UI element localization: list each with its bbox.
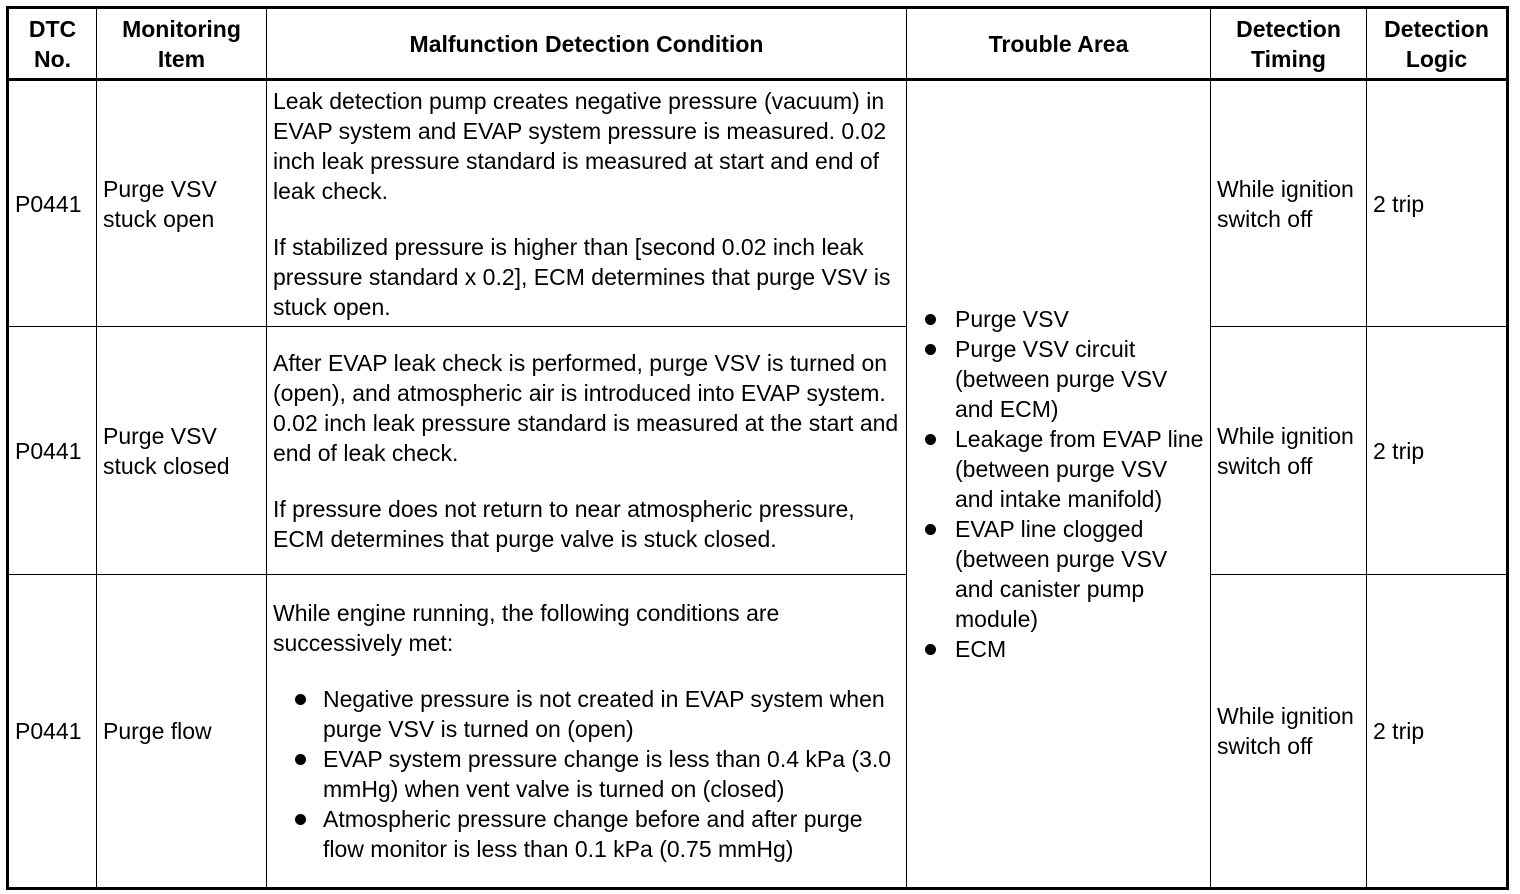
- detection-timing: While ignition switch off: [1210, 79, 1367, 327]
- condition-paragraph: If pressure does not return to near atmo…: [273, 495, 855, 552]
- list-item: EVAP line clogged (between purge VSV and…: [913, 514, 1204, 634]
- list-item: Purge VSV: [913, 304, 1204, 334]
- condition-cell: Leak detection pump creates negative pre…: [266, 79, 907, 327]
- list-item: Negative pressure is not created in EVAP…: [283, 684, 900, 744]
- header-detection-timing: Detection Timing: [1210, 7, 1367, 81]
- trouble-area-list: Purge VSV Purge VSV circuit (between pur…: [913, 304, 1204, 664]
- condition-paragraph: If stabilized pressure is higher than [s…: [273, 233, 891, 320]
- dtc-code: P0441: [7, 574, 97, 889]
- list-item: ECM: [913, 634, 1204, 664]
- table-row: P0441 Purge flow While engine running, t…: [7, 574, 1508, 889]
- list-item: Leakage from EVAP line (between purge VS…: [913, 424, 1204, 514]
- list-item: EVAP system pressure change is less than…: [283, 744, 900, 804]
- bullet-icon: [925, 344, 936, 355]
- header-row: DTC No. Monitoring Item Malfunction Dete…: [7, 7, 1508, 81]
- condition-cell: While engine running, the following cond…: [266, 574, 907, 889]
- list-item: Atmospheric pressure change before and a…: [283, 804, 900, 864]
- dtc-table: DTC No. Monitoring Item Malfunction Dete…: [6, 6, 1509, 890]
- condition-list: Negative pressure is not created in EVAP…: [283, 684, 900, 864]
- bullet-icon: [925, 524, 936, 535]
- list-item: Purge VSV circuit (between purge VSV and…: [913, 334, 1204, 424]
- condition-paragraph: While engine running, the following cond…: [273, 600, 780, 656]
- header-monitoring-item: Monitoring Item: [96, 7, 267, 81]
- bullet-icon: [925, 644, 936, 655]
- table-row: P0441 Purge VSV stuck open Leak detectio…: [7, 79, 1508, 889]
- condition-paragraph: Leak detection pump creates negative pre…: [273, 87, 887, 204]
- trouble-area-cell: Purge VSV Purge VSV circuit (between pur…: [906, 79, 1211, 889]
- detection-logic: 2 trip: [1366, 574, 1508, 889]
- dtc-code: P0441: [7, 326, 97, 575]
- monitoring-item: Purge VSV stuck closed: [96, 326, 267, 575]
- table-row: P0441 Purge VSV stuck closed After EVAP …: [7, 326, 1508, 575]
- monitoring-item: Purge flow: [96, 574, 267, 889]
- detection-logic: 2 trip: [1366, 326, 1508, 575]
- condition-paragraph: After EVAP leak check is performed, purg…: [273, 349, 899, 466]
- detection-timing: While ignition switch off: [1210, 574, 1367, 889]
- bullet-icon: [925, 314, 936, 325]
- bullet-icon: [295, 814, 306, 825]
- bullet-icon: [295, 754, 306, 765]
- bullet-icon: [925, 434, 936, 445]
- monitoring-item: Purge VSV stuck open: [96, 79, 267, 327]
- header-dtc-no: DTC No.: [7, 7, 97, 81]
- dtc-code: P0441: [7, 79, 97, 327]
- header-condition: Malfunction Detection Condition: [266, 7, 907, 81]
- detection-timing: While ignition switch off: [1210, 326, 1367, 575]
- header-detection-logic: Detection Logic: [1366, 7, 1508, 81]
- header-trouble-area: Trouble Area: [906, 7, 1211, 81]
- bullet-icon: [295, 694, 306, 705]
- detection-logic: 2 trip: [1366, 79, 1508, 327]
- condition-cell: After EVAP leak check is performed, purg…: [266, 326, 907, 575]
